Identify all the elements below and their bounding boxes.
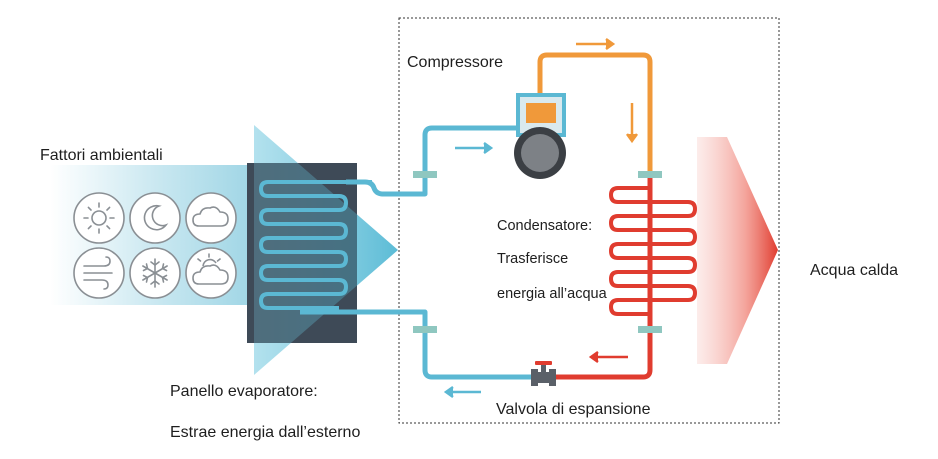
cloud-icon [185,192,237,244]
flow-arrows [443,37,639,399]
cold-pipe-to-compressor [346,125,520,197]
hot-water-label: Acqua calda [810,262,899,279]
condenser-line1: Trasferisce [497,251,569,267]
system-boundary [398,17,780,424]
flow-arrow-cold-right [455,141,494,155]
snowflake-icon [129,247,181,299]
expansion-valve [531,361,556,386]
wind-icon [73,247,125,299]
cold-pipe-return [300,309,537,380]
flow-arrow-warm-down [625,103,639,144]
flow-arrow-cold-left [443,385,481,399]
evaporator-title: Panello evaporatore: [170,383,318,400]
hot-water-arrow [697,137,778,364]
condenser-title: Condensatore: [497,218,593,234]
flow-arrow-hot-left [588,350,628,364]
moon-icon [129,192,181,244]
condenser-coil [609,186,697,316]
partly-cloudy-icon [185,247,237,299]
pipe-couplings [413,171,662,333]
sun-icon [73,192,125,244]
condenser-line2: energia all’acqua [497,286,607,302]
warm-pipe-discharge [537,52,653,175]
environment-label: Fattori ambientali [40,147,163,164]
evaporator-coil [259,180,372,310]
flow-arrow-warm-right [576,37,616,51]
valve-label: Valvola di espansione [496,401,651,418]
compressor-label: Compressore [407,54,504,71]
compressor [514,93,566,179]
hot-pipe-return [552,175,653,380]
evaporator-desc: Estrae energia dall’esterno [170,424,361,441]
weather-icons [73,192,237,299]
